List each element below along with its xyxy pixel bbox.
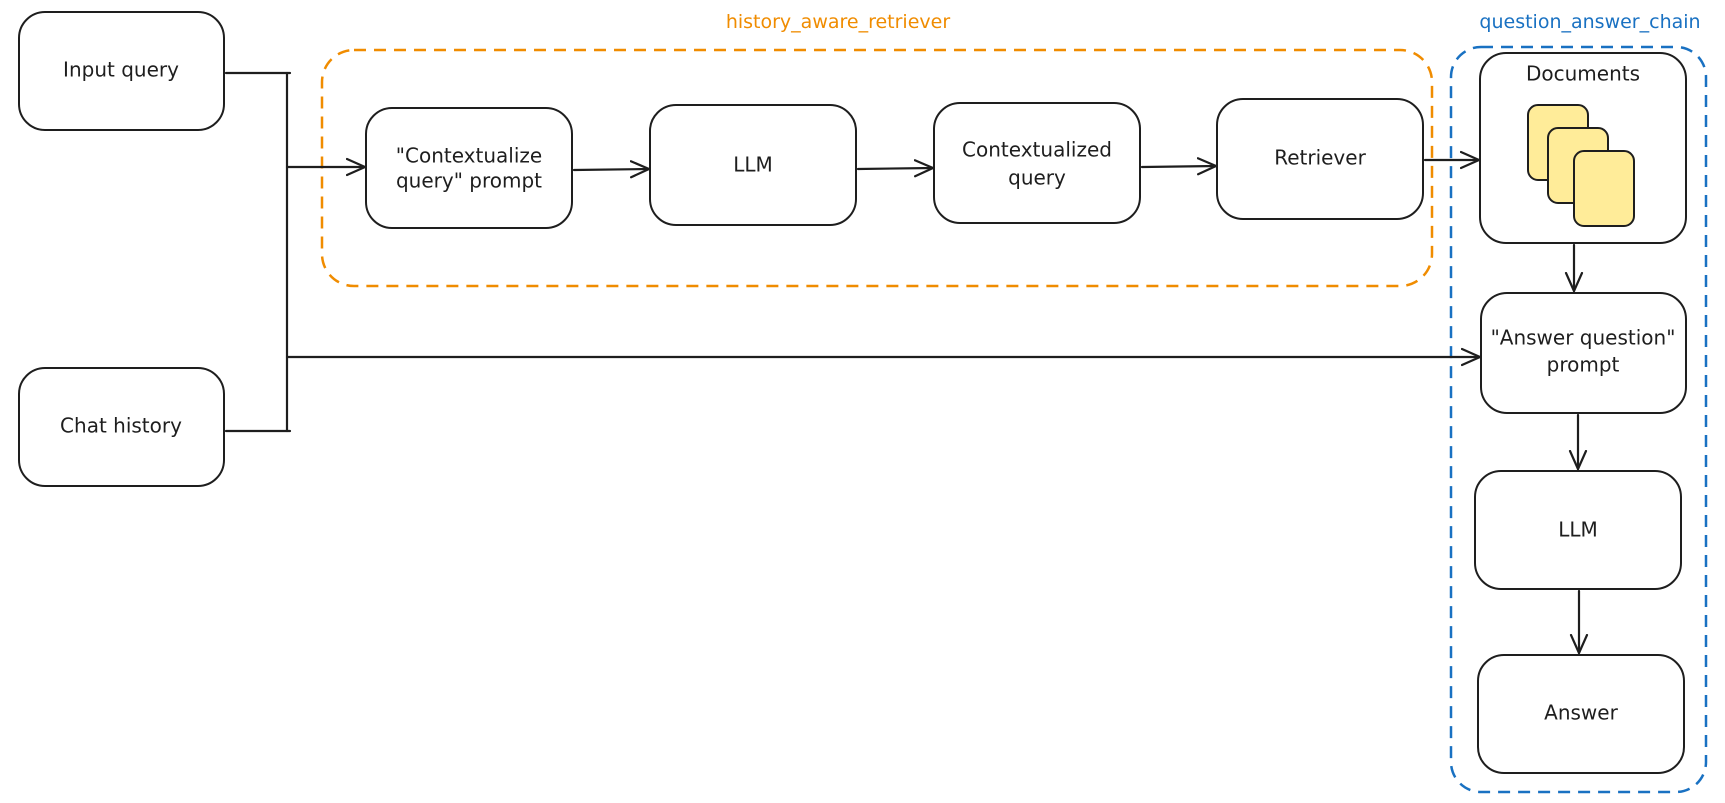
answer-prompt-line1: "Answer question"	[1491, 326, 1676, 350]
retriever-node: Retriever	[1216, 98, 1424, 220]
question-answer-chain-label: question_answer_chain	[1479, 11, 1700, 33]
retriever-label: Retriever	[1274, 146, 1366, 170]
contextualize-prompt-line1: "Contextualize	[396, 144, 542, 168]
contextualized-query-line1: Contextualized	[962, 138, 1112, 162]
connectors	[224, 71, 1579, 655]
edge-query-to-retriever	[1140, 166, 1218, 167]
qa-llm-node: LLM	[1474, 470, 1682, 590]
question-answer-chain-group: question_answer_chain	[1449, 11, 1708, 794]
answer-prompt-node: "Answer question" prompt	[1480, 292, 1687, 414]
retriever-llm-node: LLM	[649, 104, 857, 226]
contextualized-query-node: Contextualized query	[933, 102, 1141, 224]
documents-icon	[1527, 104, 1635, 227]
history-aware-retriever-label: history_aware_retriever	[726, 11, 951, 33]
chat-history-node: Chat history	[18, 367, 225, 487]
edge-prompt-to-llm	[572, 169, 651, 170]
contextualized-query-line2: query	[1008, 166, 1066, 190]
answer-label: Answer	[1544, 701, 1618, 725]
contextualize-prompt-node: "Contextualize query" prompt	[365, 107, 573, 229]
qa-llm-label: LLM	[1558, 518, 1598, 542]
answer-node: Answer	[1477, 654, 1685, 774]
chat-history-label: Chat history	[60, 414, 182, 438]
question-answer-chain-frame	[1449, 45, 1708, 794]
answer-prompt-line2: prompt	[1547, 353, 1620, 377]
input-query-node: Input query	[18, 11, 225, 131]
retriever-llm-label: LLM	[733, 153, 773, 177]
edge-llm-to-contextualized-query	[856, 168, 935, 169]
contextualize-prompt-line2: query" prompt	[396, 169, 542, 193]
documents-node: Documents	[1479, 52, 1687, 244]
input-query-label: Input query	[63, 58, 179, 82]
documents-label: Documents	[1526, 62, 1640, 86]
